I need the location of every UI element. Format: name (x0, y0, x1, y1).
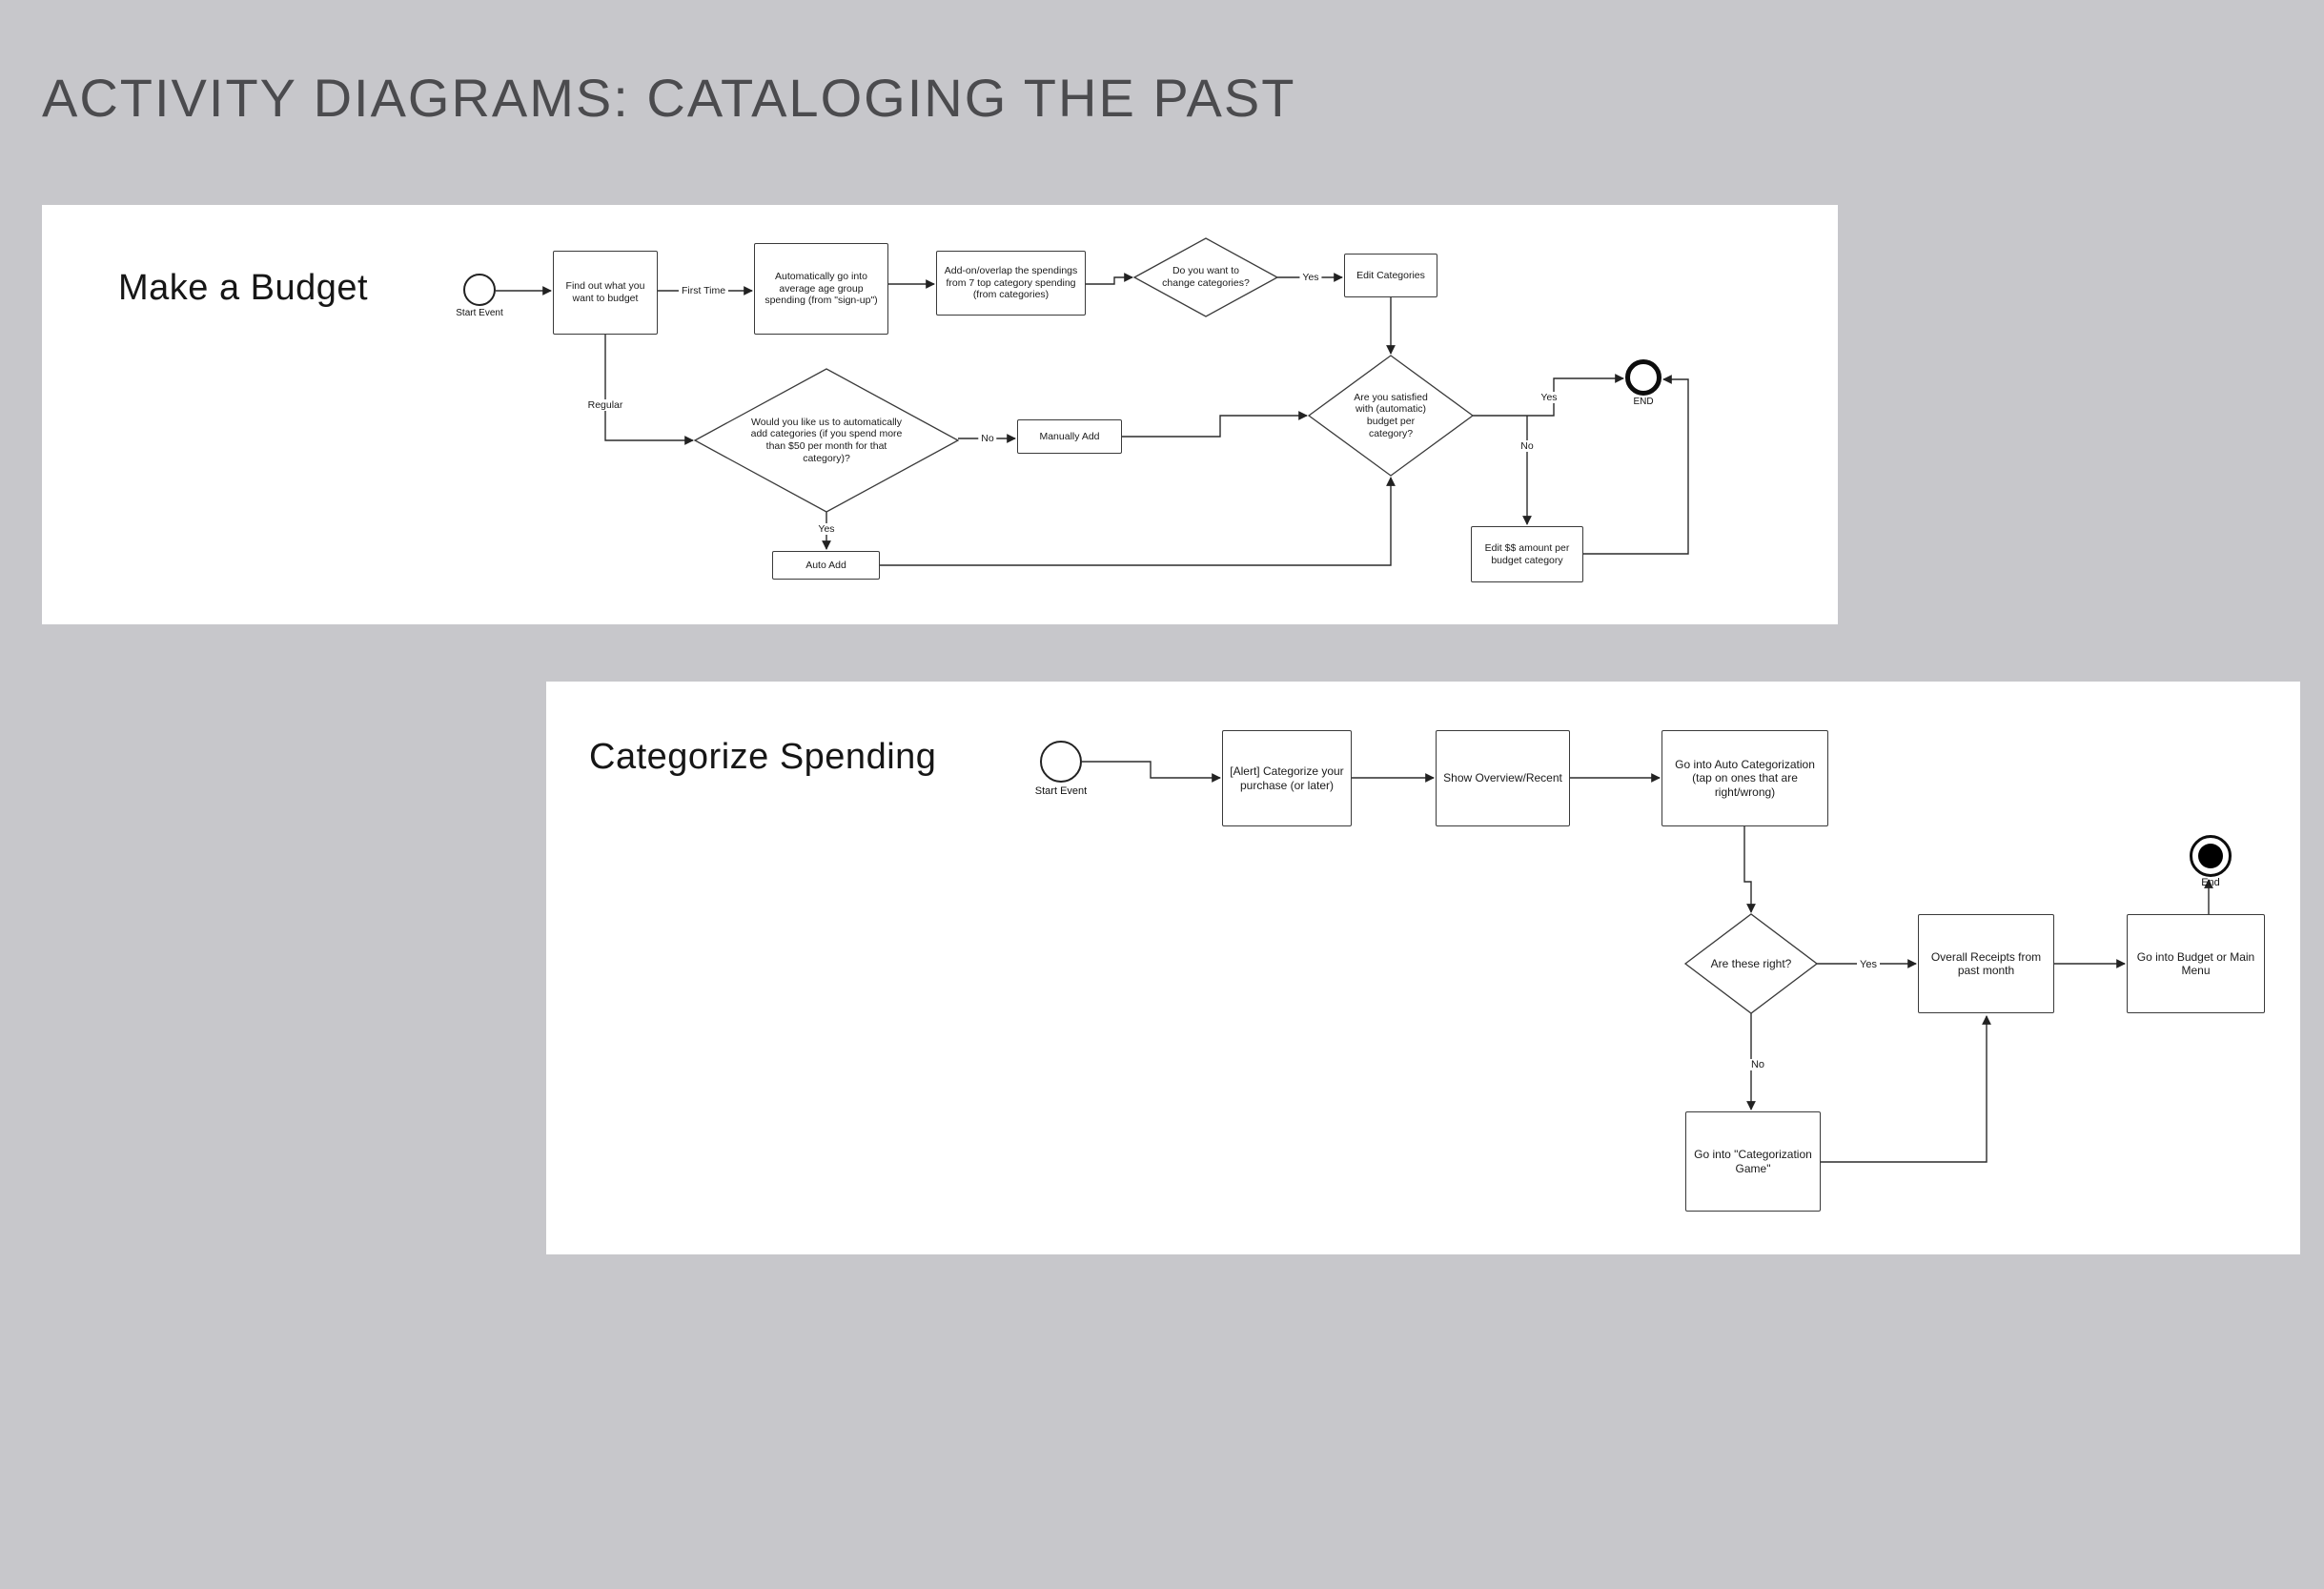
categorize-title: Categorize Spending (589, 737, 937, 777)
categorize-end-label: End (2201, 877, 2220, 888)
edge-findout-to-autoq (604, 335, 694, 445)
categorize-decision-are-these-right-label: Are these right? (1710, 956, 1792, 970)
budget-decision-change-categories-label: Do you want to change categories? (1162, 265, 1250, 289)
budget-end-node (1625, 359, 1661, 396)
categorize-end-dot (2198, 844, 2223, 868)
categorize-decision-shapes (1683, 913, 1819, 1014)
decision-auto-add-shape (693, 368, 960, 513)
budget-decision-shapes (693, 237, 1475, 513)
edge-label-yes: Yes (1857, 959, 1880, 970)
budget-start-node (463, 274, 496, 306)
edge-label-no-manual: No (978, 433, 997, 444)
categorize-node-alert: [Alert] Categorize your purchase (or lat… (1222, 730, 1352, 826)
edge-start-to-alert (1082, 761, 1221, 783)
budget-node-auto-age: Automatically go into average age group … (754, 243, 888, 335)
edge-manualadd-to-satisfied (1122, 411, 1308, 438)
budget-node-find-out: Find out what you want to budget (553, 251, 658, 335)
decision-satisfied-shape (1307, 355, 1475, 477)
budget-node-edit-categories: Edit Categories (1344, 254, 1437, 297)
budget-node-addon: Add-on/overlap the spendings from 7 top … (936, 251, 1086, 316)
budget-title: Make a Budget (118, 268, 369, 308)
categorize-node-overview: Show Overview/Recent (1436, 730, 1570, 826)
edge-label-yes-end: Yes (1538, 392, 1560, 403)
edge-label-no: No (1747, 1059, 1768, 1070)
budget-node-edit-amount: Edit $$ amount per budget category (1471, 526, 1583, 582)
categorize-end-node (2190, 835, 2232, 877)
decision-are-these-right-shape (1683, 913, 1819, 1014)
edge-editamount-to-end (1583, 375, 1689, 555)
budget-start-label: Start Event (456, 308, 503, 318)
categorize-connectors-svg (1082, 761, 2213, 1163)
budget-edges (496, 273, 1689, 566)
edge-label-yes-change: Yes (1299, 272, 1322, 283)
decision-change-categories-shape (1132, 237, 1279, 317)
budget-diagram-panel: Make a Budget Start Event Find out what … (42, 205, 1838, 624)
edge-autocat-to-rightq (1743, 826, 1756, 913)
budget-decision-satisfied-label: Are you satisfied with (automatic) budge… (1354, 391, 1428, 439)
edge-addon-to-changeq (1086, 273, 1133, 285)
categorize-node-budget-menu: Go into Budget or Main Menu (2127, 914, 2265, 1013)
page-title: ACTIVITY DIAGRAMS: CATALOGING THE PAST (42, 68, 1296, 128)
categorize-start-node (1040, 741, 1082, 783)
budget-node-auto-add: Auto Add (772, 551, 880, 580)
edge-label-regular: Regular (584, 399, 626, 411)
edge-catgame-to-receipts (1821, 1015, 1991, 1163)
edge-label-no-edit: No (1518, 440, 1537, 452)
budget-end-label: END (1633, 397, 1654, 407)
edge-label-yes-auto: Yes (815, 523, 838, 535)
budget-decision-auto-add-label: Would you like us to automatically add c… (750, 416, 903, 464)
budget-node-manually-add: Manually Add (1017, 419, 1122, 454)
edge-autoadd-to-satisfied (880, 477, 1396, 566)
categorize-node-auto-cat: Go into Auto Categorization (tap on ones… (1661, 730, 1828, 826)
edge-label-first-time: First Time (678, 285, 729, 296)
categorize-start-label: Start Event (1034, 785, 1088, 797)
categorize-diagram-panel: Categorize Spending Start Event [Alert] … (546, 682, 2300, 1254)
categorize-node-receipts: Overall Receipts from past month (1918, 914, 2054, 1013)
categorize-node-cat-game: Go into "Categorization Game" (1685, 1111, 1821, 1212)
budget-connectors-svg (496, 237, 1689, 566)
